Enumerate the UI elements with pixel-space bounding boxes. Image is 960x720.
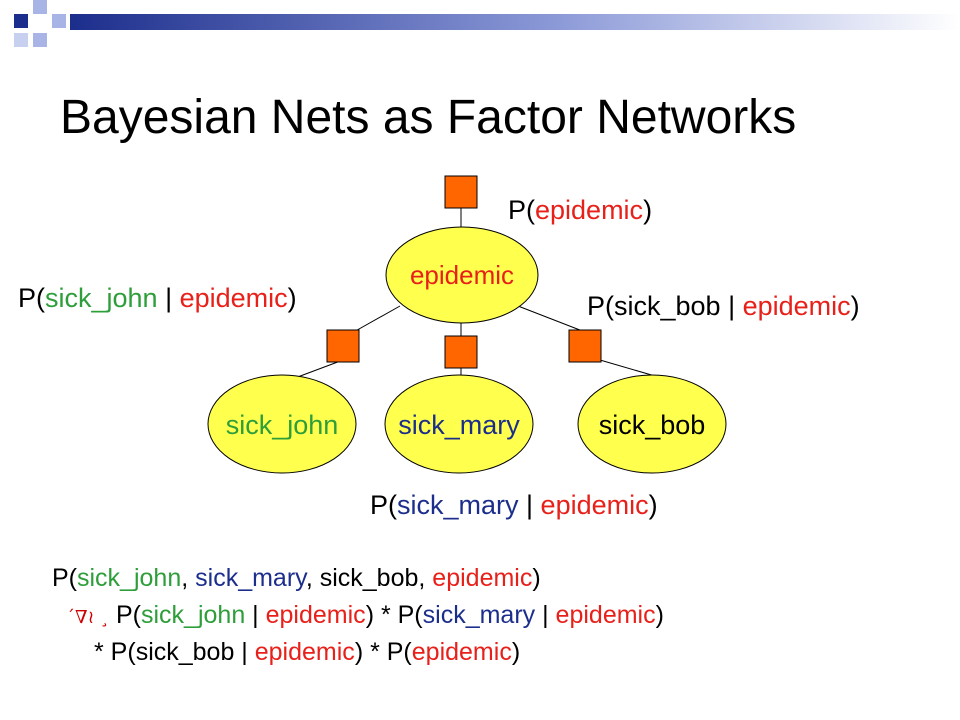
deco-square-light-4 xyxy=(14,33,28,47)
node-epidemic xyxy=(385,226,539,324)
deco-square-light-3 xyxy=(52,14,66,28)
deco-square-light-1 xyxy=(33,0,47,14)
equation-line-3: * P(sick_bob | epidemic) * P(epidemic) xyxy=(94,638,521,666)
node-sick-bob-label: sick_bob xyxy=(599,410,706,440)
factor-epidemic xyxy=(444,175,478,209)
equation-line-2: ´∇≀ ¸ P(sick_john | epidemic) * P(sick_m… xyxy=(66,601,664,629)
deco-square-navy xyxy=(14,14,28,28)
factor-sick-bob xyxy=(568,329,602,363)
factor-sick-john xyxy=(326,329,360,363)
node-sick-bob xyxy=(577,374,727,474)
node-sick-john xyxy=(207,374,357,474)
node-epidemic-label: epidemic xyxy=(410,260,514,290)
corner-decoration xyxy=(14,0,960,47)
edge-epidemic-factor-bob xyxy=(517,305,586,333)
edge-factor-bob-sick-bob xyxy=(599,359,656,377)
factor-label-sick-bob: P(sick_bob | epidemic) xyxy=(587,291,860,321)
equation-line-1: P(sick_john, sick_mary, sick_bob, epidem… xyxy=(52,564,541,592)
factor-label-sick-mary: P(sick_mary | epidemic) xyxy=(370,490,658,520)
factor-label-epidemic: P(epidemic) xyxy=(508,195,653,225)
node-sick-mary xyxy=(384,374,534,474)
node-sick-mary-label: sick_mary xyxy=(398,410,520,440)
deco-square-light-2 xyxy=(33,33,47,47)
edge-factor-john-sick-john xyxy=(294,359,344,379)
factor-sick-mary xyxy=(444,335,478,369)
deco-gradient-bar xyxy=(70,14,960,30)
factor-label-sick-john: P(sick_john | epidemic) xyxy=(18,283,297,313)
slide-title: Bayesian Nets as Factor Networks xyxy=(60,91,797,144)
equals-glyph: ´∇≀ ¸ xyxy=(66,607,110,628)
node-sick-john-label: sick_john xyxy=(226,410,339,440)
